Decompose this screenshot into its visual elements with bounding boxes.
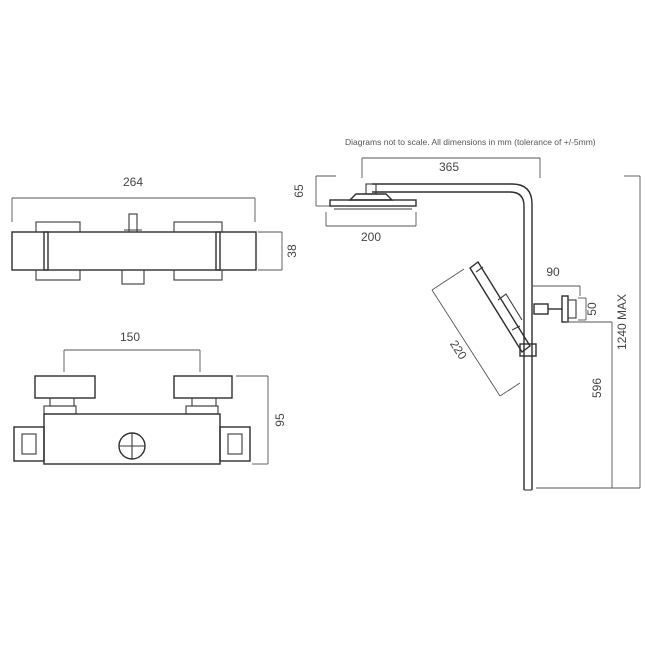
valve-top-outlet-upper: [128, 213, 138, 233]
valve-front-stem-right: [191, 397, 217, 407]
dim-150-label: 150: [120, 330, 140, 344]
dim-50-label: 50: [585, 302, 599, 316]
dim-220-ext-bottom: [499, 382, 521, 397]
wall-bracket: [533, 295, 577, 323]
riser-kit-view: Diagrams not to scale. All dimensions in…: [292, 137, 641, 491]
valve-front-end-left-inner: [21, 433, 37, 455]
dim-220-ext-top: [431, 268, 465, 291]
riser-arm-inner: [372, 191, 525, 490]
dim-365-label: 365: [439, 160, 459, 174]
dim-220-line: [431, 289, 501, 397]
handset-body: [469, 260, 531, 354]
valve-front-handle-left: [34, 375, 96, 399]
head-mount: [348, 193, 394, 201]
valve-top-handle-left-lower: [35, 269, 81, 281]
handset: [469, 260, 531, 354]
valve-front-end-right-inner: [227, 433, 243, 455]
valve-front-stem-left: [49, 397, 75, 407]
dim-264-label: 264: [123, 175, 143, 189]
shower-head-plate: [329, 199, 417, 207]
valve-front-end-right: [219, 426, 251, 462]
bracket-sleeve: [533, 303, 549, 315]
riser-arm-outer: [372, 183, 533, 490]
valve-top-view: 264 38: [11, 175, 299, 285]
valve-front-handle-right: [173, 375, 233, 399]
dim-1240-label: 1240 MAX: [615, 294, 629, 350]
dim-200-label: 200: [361, 230, 381, 244]
valve-front-collar-right: [185, 405, 219, 415]
valve-top-body: [43, 231, 221, 271]
valve-top-handle-left: [35, 221, 81, 233]
dim-65-label: 65: [292, 184, 306, 198]
dim-220-label: 220: [447, 338, 470, 363]
valve-top-outlet-lower: [121, 269, 145, 285]
handset-grip: [497, 293, 523, 321]
dim-90-label: 90: [546, 265, 560, 279]
handset-holder-clamp: [519, 343, 537, 357]
handset-line-1: [475, 266, 484, 273]
scale-note: Diagrams not to scale. All dimensions in…: [345, 137, 596, 147]
handset-line-2: [511, 325, 521, 331]
valve-top-handle-right-lower: [173, 269, 223, 281]
valve-front-view: 150 95: [13, 330, 287, 465]
valve-front-end-left: [13, 426, 45, 462]
valve-top-cap-right: [215, 231, 257, 271]
dim-596-label: 596: [590, 378, 604, 398]
bracket-wall-plate: [561, 295, 569, 323]
bracket-wall-cover: [567, 299, 577, 319]
valve-front-collar-left: [43, 405, 77, 415]
dim-38-label: 38: [285, 244, 299, 258]
valve-top-handle-right: [173, 221, 223, 233]
valve-top-cap-left: [11, 231, 49, 271]
dim-95-label: 95: [273, 413, 287, 427]
